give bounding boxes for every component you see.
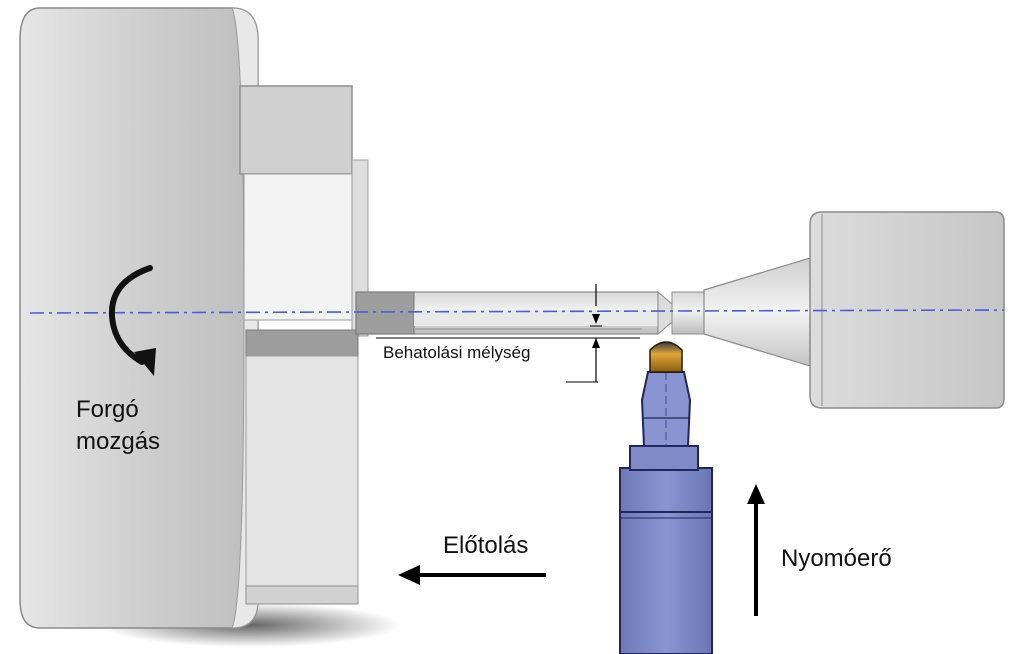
feed-label: Előtolás (443, 532, 529, 559)
workpiece-neck (657, 290, 673, 336)
workpiece-reduced-section (414, 310, 658, 326)
force-arrow-icon (747, 484, 765, 616)
penetration-depth-label: Behatolási mélység (383, 343, 531, 362)
tailstock-cone (703, 257, 811, 367)
chuck-jaw-band (245, 329, 359, 357)
chuck-drum (19, 7, 259, 629)
chuck-jaw-upper (239, 85, 353, 175)
chuck-jaw-lower (245, 355, 359, 589)
tool-tip (649, 341, 683, 373)
rotation-label-line1: Forgó (76, 396, 139, 423)
depth-dimension (376, 284, 640, 383)
feed-arrow-icon (398, 565, 546, 585)
rotation-label-line2: mozgás (76, 428, 161, 455)
spindle-centerline (29, 309, 1005, 314)
chuck-jaw-upper-face (243, 173, 357, 321)
rotation-arrow-icon (108, 265, 156, 376)
thrust-force-label: Nyomóerő (781, 545, 892, 572)
cutting-tool (619, 341, 713, 654)
workpiece-end (671, 291, 707, 335)
workpiece-dark-section (355, 291, 415, 335)
tool-shank (619, 467, 713, 654)
tool-collar (629, 445, 699, 471)
workpiece (355, 290, 707, 336)
lathe-chuck (19, 7, 400, 647)
chuck-jaw-foot (245, 585, 359, 605)
